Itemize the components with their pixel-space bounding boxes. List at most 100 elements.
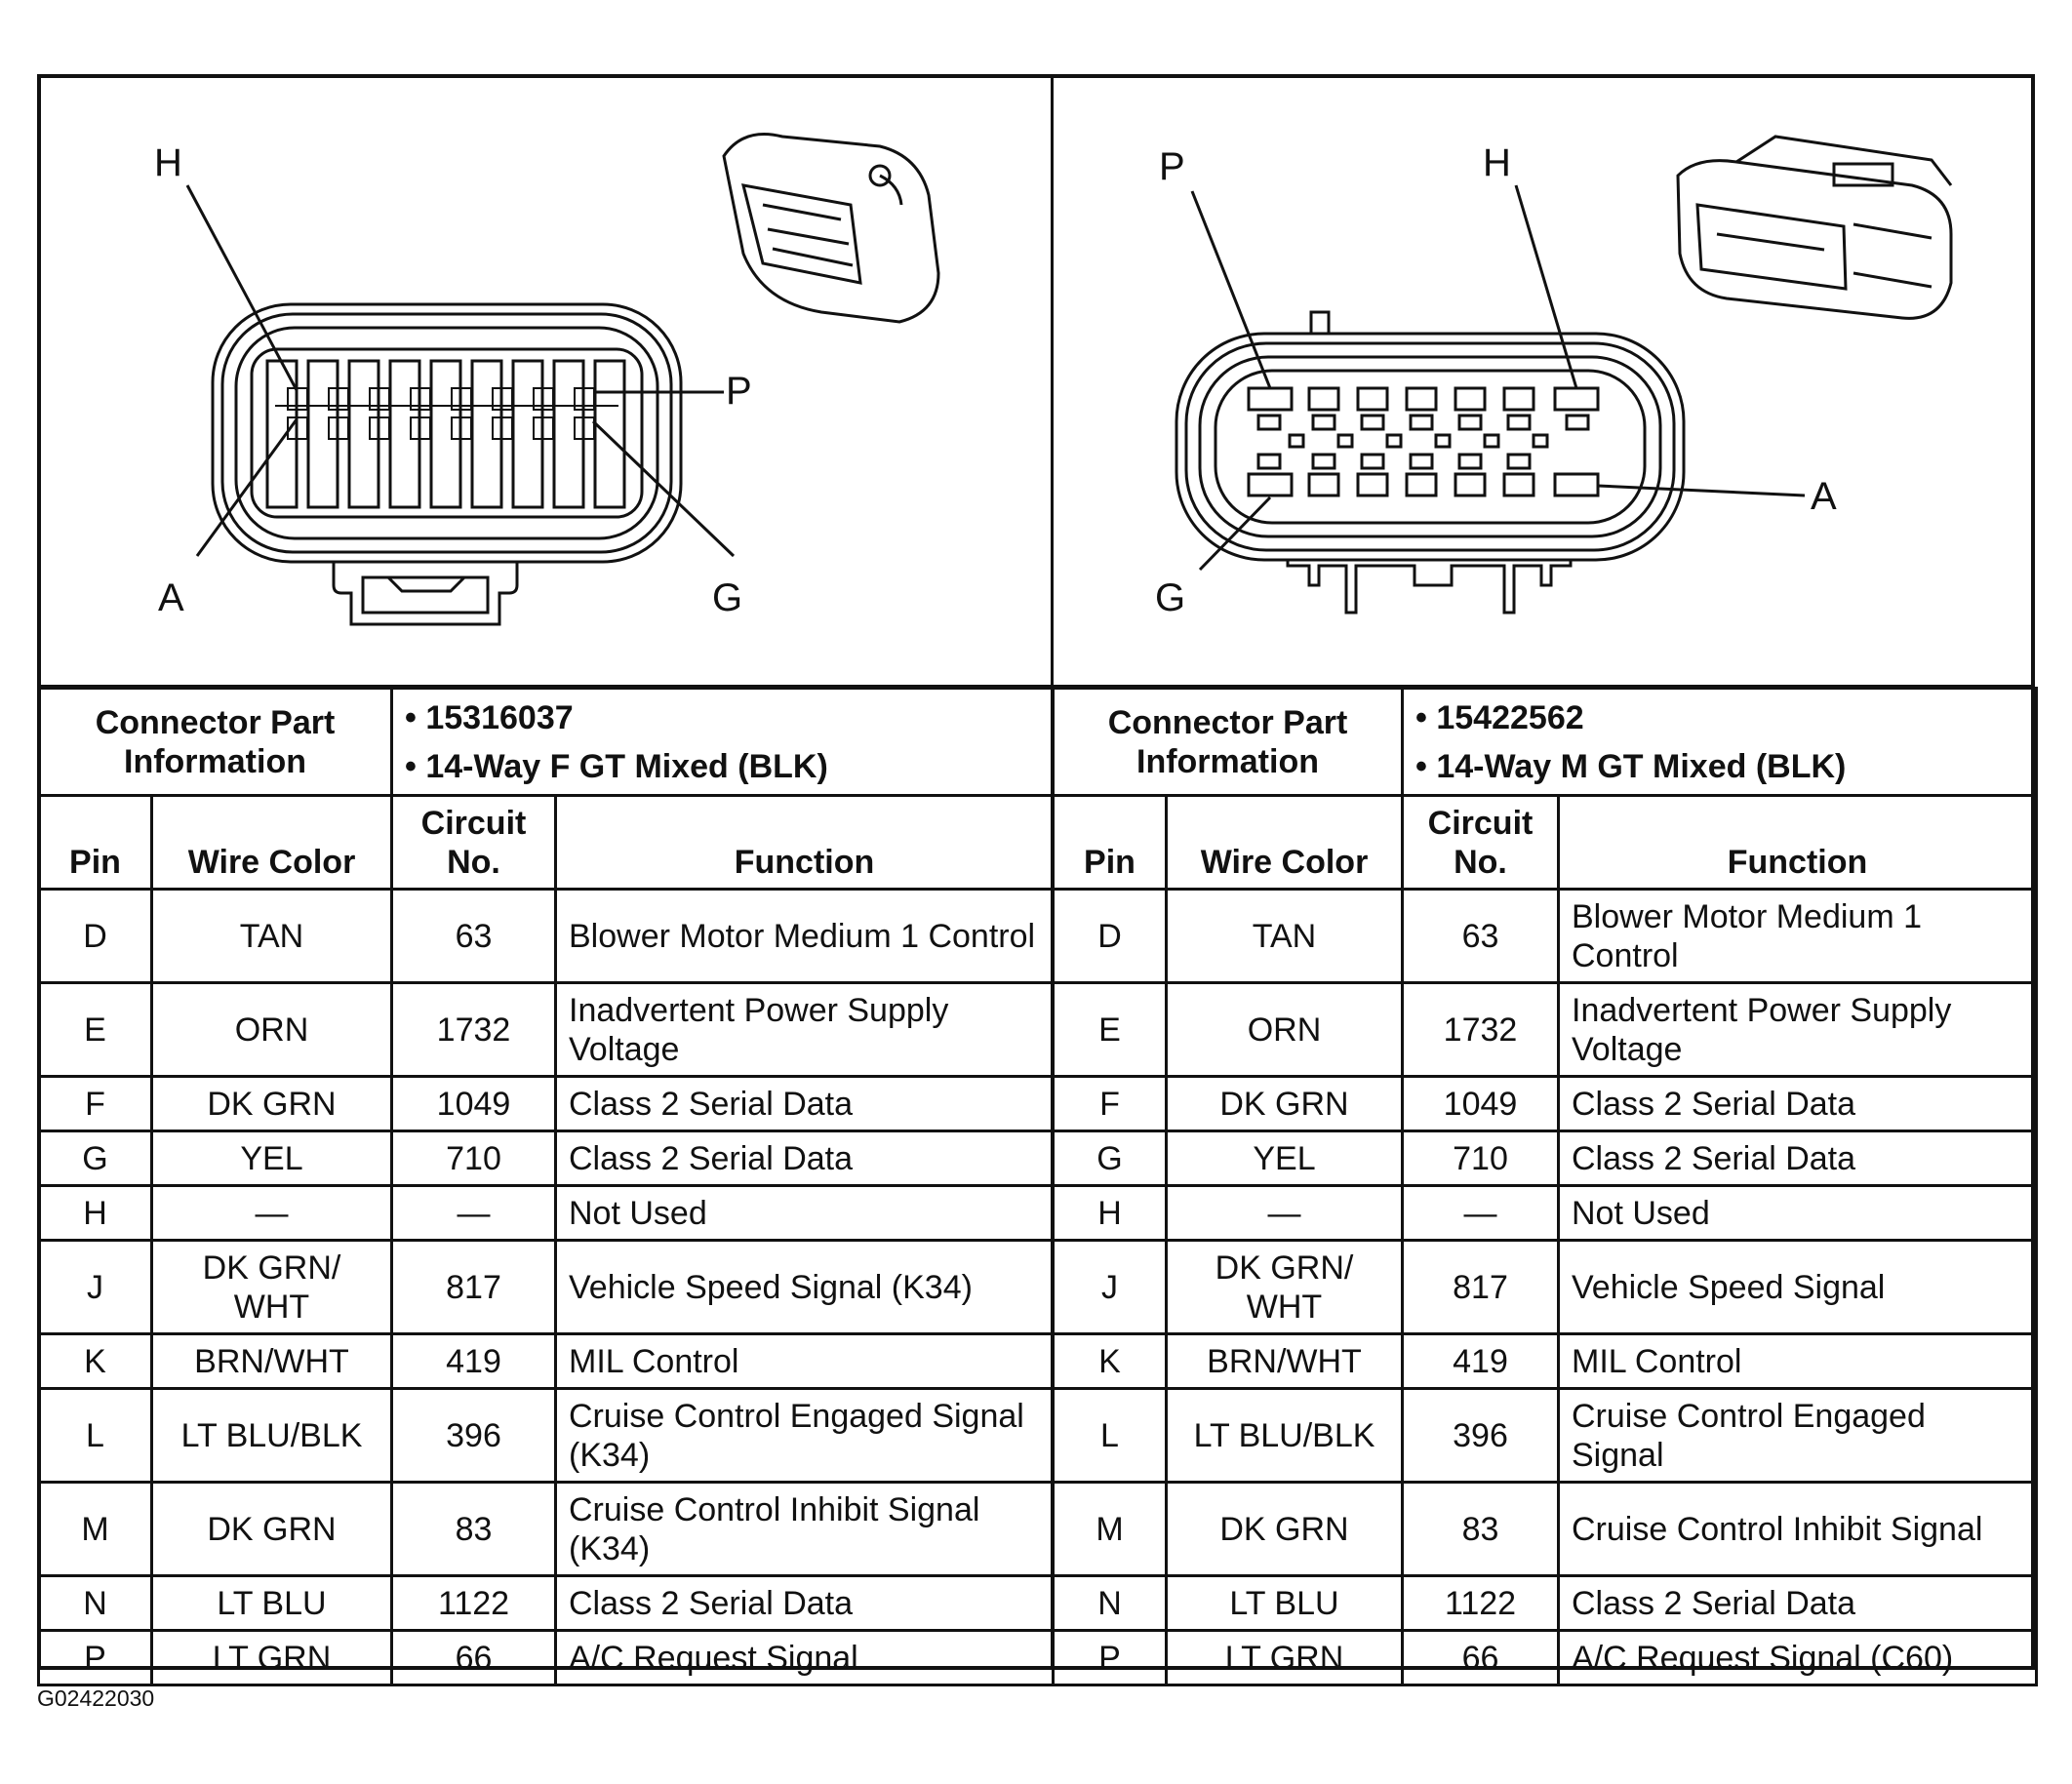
circuit-cell: 1049 [1401,1075,1560,1132]
function-cell: Inadvertent Power Supply Voltage [553,981,1056,1078]
function-cell: Class 2 Serial Data [553,1130,1056,1187]
circuit-cell: 83 [390,1481,557,1577]
right-connector-shell [1175,332,1686,562]
wire-color-cell: LT BLU/BLK [150,1387,393,1484]
circuit-cell: 817 [390,1239,557,1335]
right-pin-cavities [1247,386,1600,497]
left-pin-table: Connector Part Information • 15316037 • … [37,687,1056,1686]
pin-cell: L [37,1387,153,1484]
wire-color-cell: YEL [150,1130,393,1187]
right-header-function: Function [1556,794,2039,891]
circuit-cell: 1049 [390,1075,557,1132]
function-cell: A/C Request Signal (C60) [1556,1629,2039,1686]
pin-cell: E [1052,981,1168,1078]
wire-color-cell: DK GRN/ WHT [150,1239,393,1335]
wire-color-cell: LT BLU/BLK [1165,1387,1404,1484]
function-cell: Vehicle Speed Signal [1556,1239,2039,1335]
pin-cell: L [1052,1387,1168,1484]
right-connector-diagram: P H A G [1155,135,1953,619]
wire-color-cell: ORN [150,981,393,1078]
wire-color-cell: DK GRN [150,1481,393,1577]
circuit-cell: 710 [390,1130,557,1187]
circuit-cell: 1122 [390,1574,557,1632]
circuit-cell: 1122 [1401,1574,1560,1632]
pin-cell: G [1052,1130,1168,1187]
left-label-h: H [154,141,182,184]
wire-color-cell: LT BLU [1165,1574,1404,1632]
wire-color-cell: DK GRN [1165,1075,1404,1132]
function-cell: A/C Request Signal [553,1629,1056,1686]
function-cell: MIL Control [553,1332,1056,1390]
left-header-function: Function [553,794,1056,891]
wire-color-cell: LT GRN [1165,1629,1404,1686]
circuit-cell: 710 [1401,1130,1560,1187]
wire-color-cell: DK GRN [1165,1481,1404,1577]
circuit-cell: 83 [1401,1481,1560,1577]
pin-cell: M [1052,1481,1168,1577]
function-cell: Cruise Control Engaged Signal [1556,1387,2039,1484]
left-part-number: 15316037 [425,698,574,736]
function-cell: Blower Motor Medium 1 Control [1556,888,2039,984]
pin-cell: N [1052,1574,1168,1632]
function-cell: Not Used [1556,1184,2039,1242]
function-cell: Inadvertent Power Supply Voltage [1556,981,2039,1078]
wire-color-cell: LT GRN [150,1629,393,1686]
left-connector-diagram: H P A G [154,133,940,626]
circuit-cell: — [390,1184,557,1242]
wire-color-cell: DK GRN [150,1075,393,1132]
right-label-p: P [1159,145,1185,188]
pin-cell: P [37,1629,153,1686]
wire-color-cell: BRN/WHT [1165,1332,1404,1390]
wire-color-cell: TAN [150,888,393,984]
circuit-cell: 396 [1401,1387,1560,1484]
function-cell: Not Used [553,1184,1056,1242]
table-row: H——Not Used [37,1184,1056,1242]
function-cell: MIL Control [1556,1332,2039,1390]
right-header-wire: Wire Color [1165,794,1404,891]
left-part-description: 14-Way F GT Mixed (BLK) [425,747,828,785]
pin-cell: N [37,1574,153,1632]
circuit-cell: 419 [390,1332,557,1390]
pin-cell: J [37,1239,153,1335]
right-label-a: A [1811,475,1837,518]
right-header-pin: Pin [1052,794,1168,891]
function-cell: Class 2 Serial Data [1556,1574,2039,1632]
wire-color-cell: YEL [1165,1130,1404,1187]
circuit-cell: 419 [1401,1332,1560,1390]
left-header-pin: Pin [37,794,153,891]
circuit-cell: 66 [1401,1629,1560,1686]
wire-color-cell: DK GRN/ WHT [1165,1239,1404,1335]
pin-cell: D [1052,888,1168,984]
left-pin-cavities [265,359,626,509]
pin-cell: F [37,1075,153,1132]
function-cell: Vehicle Speed Signal (K34) [553,1239,1056,1335]
table-row: H——Not Used [1052,1184,2039,1242]
pin-cell: H [37,1184,153,1242]
diagram-divider [37,685,2035,688]
left-info-label: Connector Part Information [37,687,393,797]
right-info-label: Connector Part Information [1052,687,1404,797]
pin-cell: F [1052,1075,1168,1132]
left-label-a: A [158,576,184,619]
right-part-description: 14-Way M GT Mixed (BLK) [1436,747,1847,785]
figure-id: G02422030 [37,1685,155,1711]
circuit-cell: 817 [1401,1239,1560,1335]
function-cell: Blower Motor Medium 1 Control [553,888,1056,984]
wire-color-cell: — [150,1184,393,1242]
wire-color-cell: — [1165,1184,1404,1242]
right-connector-3d-view [1676,135,1953,320]
